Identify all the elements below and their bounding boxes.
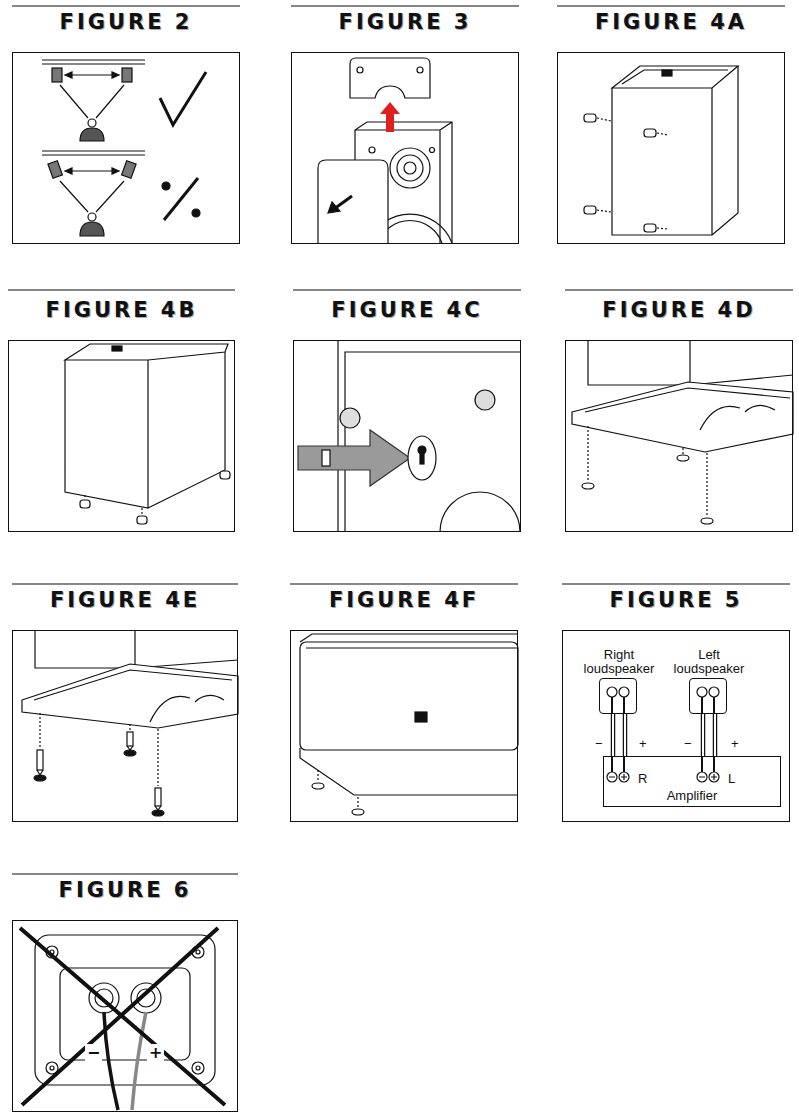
figure-panel: FIGURE 2 bbox=[12, 52, 240, 244]
terminal-sign: + bbox=[147, 1044, 164, 1062]
figure-heading: FIGURE 2 bbox=[1, 9, 251, 35]
figure-heading: FIGURE 4B bbox=[0, 297, 246, 323]
figure-panel: FIGURE 4F bbox=[290, 630, 518, 822]
figure-panel: FIGURE 4A bbox=[557, 52, 785, 244]
speaker-label: Left loudspeaker bbox=[665, 648, 753, 676]
terminal-sign: + bbox=[731, 737, 739, 751]
figure-heading: FIGURE 5 bbox=[551, 587, 799, 613]
terminal-sign: R bbox=[638, 772, 647, 786]
figure-panel: FIGURE 4C bbox=[293, 340, 521, 532]
terminal-sign: − bbox=[684, 737, 692, 751]
figure-heading: FIGURE 4D bbox=[554, 297, 799, 323]
figure-panel: FIGURE 6−+ bbox=[12, 920, 238, 1112]
figure-heading: FIGURE 4A bbox=[546, 9, 796, 35]
figure-heading: FIGURE 4C bbox=[282, 297, 532, 323]
figure-heading: FIGURE 4F bbox=[279, 587, 529, 613]
figure-panel: FIGURE 5Right loudspeakerLeft loudspeake… bbox=[562, 630, 790, 822]
terminal-sign: − bbox=[595, 737, 603, 751]
figure-panel: FIGURE 4E bbox=[12, 630, 238, 822]
amplifier-box: Amplifier R L bbox=[603, 756, 781, 807]
amplifier-label: Amplifier bbox=[604, 788, 780, 803]
terminal-sign: + bbox=[639, 737, 647, 751]
figure-panel: FIGURE 3 bbox=[291, 52, 519, 244]
speaker-label: Right loudspeaker bbox=[575, 648, 663, 676]
line-art bbox=[8, 6, 793, 1110]
terminal-plate: Left loudspeaker bbox=[689, 678, 727, 714]
figure-panel: FIGURE 4B bbox=[8, 340, 235, 532]
terminal-plate: Right loudspeaker bbox=[599, 678, 637, 714]
figure-heading: FIGURE 4E bbox=[1, 587, 249, 613]
figure-panel: FIGURE 4D bbox=[565, 340, 793, 532]
speaker-wire bbox=[703, 714, 704, 756]
speaker-wire bbox=[613, 714, 614, 756]
figure-heading: FIGURE 3 bbox=[280, 9, 530, 35]
figure-heading: FIGURE 6 bbox=[1, 877, 249, 903]
terminal-sign: − bbox=[85, 1044, 102, 1062]
terminal-sign: L bbox=[728, 772, 735, 786]
speaker-wire bbox=[715, 714, 716, 756]
speaker-wire bbox=[625, 714, 626, 756]
